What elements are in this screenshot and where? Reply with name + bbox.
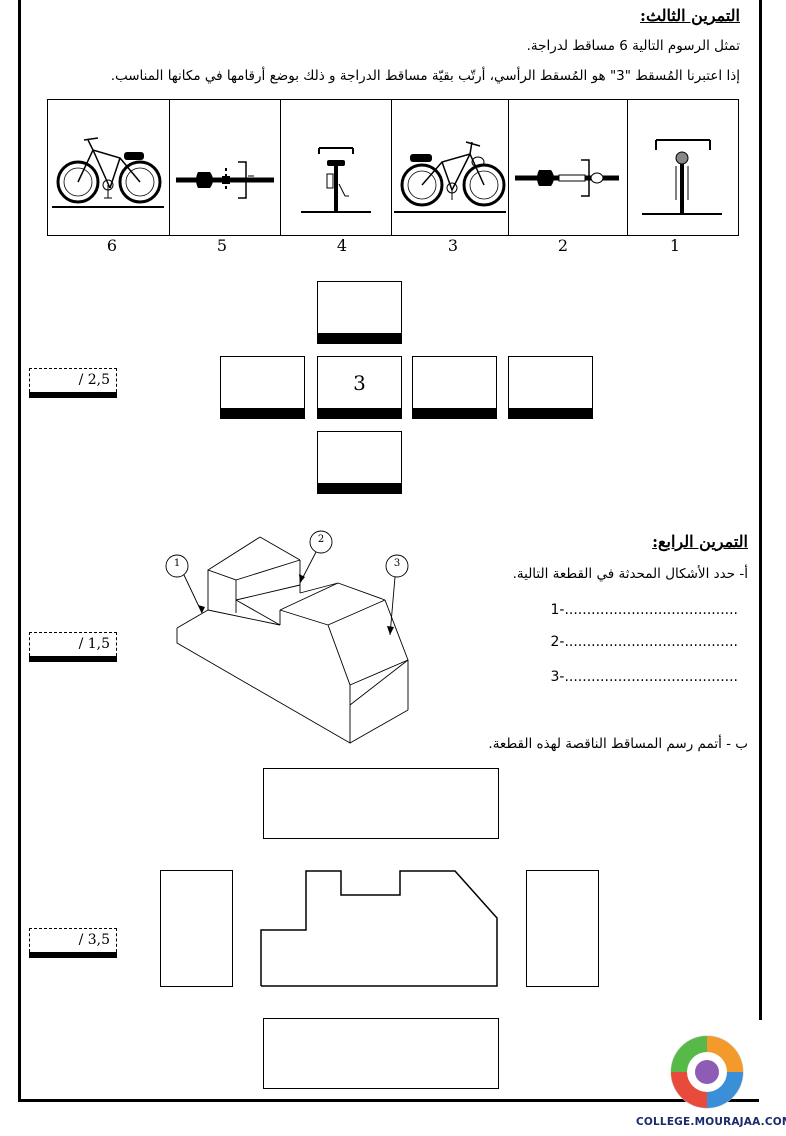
projection-box-left[interactable] xyxy=(160,870,233,987)
answer-line-2[interactable]: .......................................-… xyxy=(550,634,738,650)
score-ex3-text: / 2,5 xyxy=(29,368,117,392)
callout-circle-1 xyxy=(165,554,189,578)
answer-line-1[interactable]: .......................................-… xyxy=(550,602,738,618)
score-ex4a: / 1,5 xyxy=(29,632,117,662)
view-number-4: 4 xyxy=(336,236,348,255)
answer-box-bottom[interactable] xyxy=(317,431,402,494)
projection-box-top[interactable] xyxy=(263,768,499,839)
score-ex4b-text: / 3,5 xyxy=(29,928,117,952)
bike-view-4 xyxy=(280,100,391,235)
page-frame-right xyxy=(759,0,762,1020)
callout-circle-2 xyxy=(309,530,333,554)
answer-box-right[interactable] xyxy=(412,356,497,419)
front-projection xyxy=(260,870,498,987)
bike-view-5 xyxy=(169,100,280,235)
view-number-1: 1 xyxy=(669,236,681,255)
bike-view-2 xyxy=(508,100,627,235)
answer-box-left[interactable] xyxy=(220,356,305,419)
bike-view-6 xyxy=(48,100,169,235)
ex3-title: التمرين الثالث: xyxy=(640,6,740,25)
callout-label-1: 1 xyxy=(173,558,181,569)
score-ex4b: / 3,5 xyxy=(29,928,117,958)
view-number-5: 5 xyxy=(216,236,228,255)
site-logo xyxy=(664,1030,750,1112)
answer-box-far-right[interactable] xyxy=(508,356,593,419)
page-frame-left xyxy=(18,0,21,1102)
ex3-line1: تمثل الرسوم التالية 6 مساقط لدراجة. xyxy=(526,38,740,54)
callout-label-3: 3 xyxy=(393,558,401,569)
score-ex3: / 2,5 xyxy=(29,368,117,398)
center-label: 3 xyxy=(353,371,366,395)
view-number-3: 3 xyxy=(447,236,459,255)
bike-views-strip xyxy=(47,99,739,236)
view-number-2: 2 xyxy=(557,236,569,255)
answer-box-center: 3 xyxy=(317,356,402,419)
ex4-title: التمرين الرابع: xyxy=(652,532,748,551)
bike-view-3 xyxy=(391,100,508,235)
score-ex4a-text: / 1,5 xyxy=(29,632,117,656)
answer-box-top[interactable] xyxy=(317,281,402,344)
ex4-part-b: ب - أتمم رسم المساقط الناقصة لهذه القطعة… xyxy=(488,736,748,752)
projection-box-right[interactable] xyxy=(526,870,599,987)
ex3-line2: إذا اعتبرنا المُسقط "3" هو المُسقط الرأس… xyxy=(110,68,740,84)
isometric-part-drawing xyxy=(165,530,409,744)
site-logo-text: COLLEGE.MOURAJAA.COM xyxy=(636,1116,786,1128)
answer-line-3[interactable]: .......................................-… xyxy=(550,669,738,685)
bike-view-1 xyxy=(627,100,738,235)
view-number-6: 6 xyxy=(106,236,118,255)
ex4-part-a: أ- حدد الأشكال المحدثة في القطعة التالية… xyxy=(512,566,748,582)
page-frame-bottom xyxy=(18,1099,759,1102)
callout-circle-3 xyxy=(385,554,409,578)
projection-box-bottom[interactable] xyxy=(263,1018,499,1089)
callout-label-2: 2 xyxy=(317,534,325,545)
